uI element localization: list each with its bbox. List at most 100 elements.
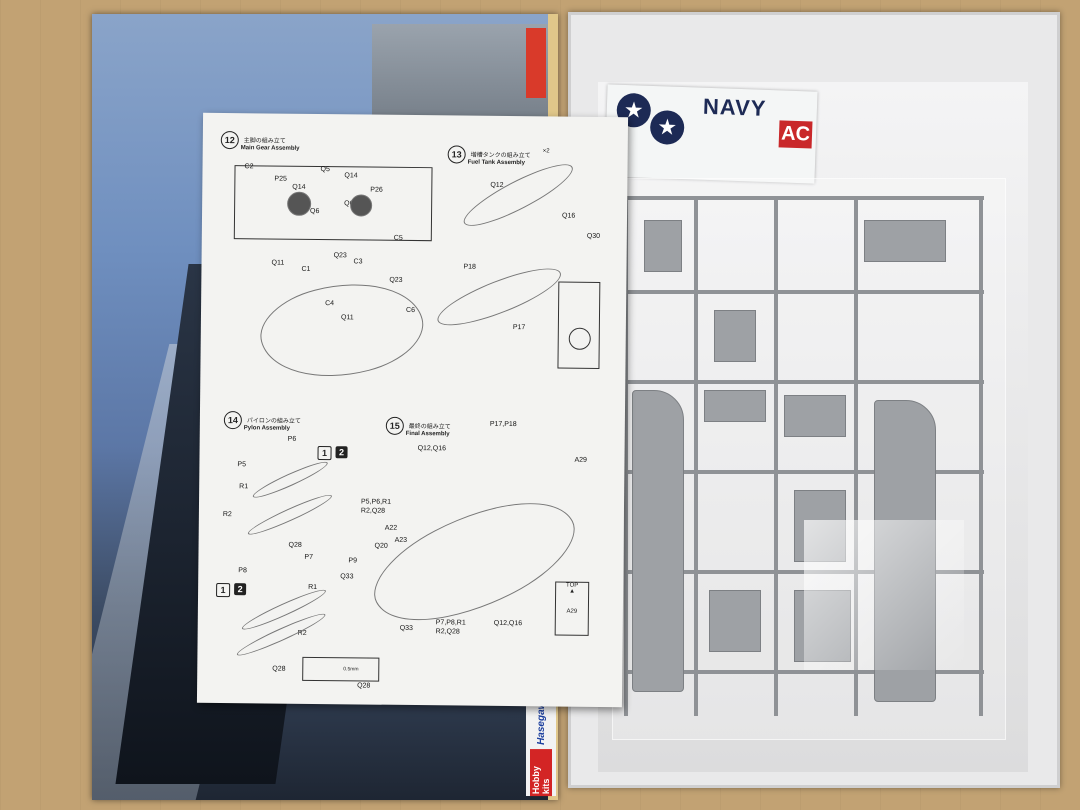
option-1-icon: 1 bbox=[317, 446, 332, 461]
wheel-sketch bbox=[287, 191, 312, 216]
sprue-runner bbox=[694, 196, 698, 716]
part-label: Q20 bbox=[374, 542, 388, 550]
step-number: 13 bbox=[447, 145, 466, 164]
up-arrow-icon: ▲ bbox=[569, 588, 576, 595]
fuel-tank-sketch bbox=[457, 154, 579, 236]
part-label: Q12,Q16 bbox=[493, 619, 523, 628]
roundel-decal bbox=[649, 109, 685, 146]
main-gear-detail-box bbox=[233, 165, 433, 242]
part-label: P17 bbox=[512, 324, 526, 332]
sprue-runner bbox=[624, 380, 984, 384]
sprue-part bbox=[864, 220, 946, 262]
part-label: R1 bbox=[239, 483, 249, 491]
step-title-jp: 増槽タンクの組み立て bbox=[470, 152, 531, 160]
brand-tag: Hobby kits bbox=[530, 748, 552, 796]
step-14-header: 14 パイロンの組み立て Pylon Assembly bbox=[223, 411, 301, 432]
bag-glare bbox=[804, 520, 964, 670]
wheel-sketch bbox=[350, 194, 373, 217]
part-label: R2,Q28 bbox=[435, 628, 460, 636]
cut-note-box: 0.5mm bbox=[302, 656, 380, 682]
part-label: P8 bbox=[238, 567, 247, 575]
step-number: 15 bbox=[385, 416, 404, 435]
sprue-runner bbox=[624, 670, 984, 674]
cut-note-text: 0.5mm bbox=[343, 666, 359, 673]
step-title-jp: 最終の組み立て bbox=[408, 423, 451, 431]
step-number: 12 bbox=[220, 130, 239, 150]
sprue-frame bbox=[624, 190, 994, 720]
sprue-part bbox=[704, 390, 766, 422]
box-corner-badge bbox=[526, 28, 546, 98]
decal-sheet: NAVY AC bbox=[604, 84, 818, 184]
part-label: P17,P18 bbox=[489, 420, 517, 429]
part-label: Q30 bbox=[586, 232, 601, 240]
step-title-en: Final Assembly bbox=[405, 430, 450, 438]
sheet-footnote bbox=[452, 660, 622, 682]
sprue-runner bbox=[624, 196, 984, 200]
part-label: Q28 bbox=[272, 665, 286, 673]
part-label: A23 bbox=[394, 536, 408, 544]
part-label: Q33 bbox=[340, 573, 354, 581]
part-label: Q11 bbox=[271, 259, 285, 267]
squadron-decal-text: AC bbox=[778, 120, 813, 149]
part-label: Q14 bbox=[292, 183, 306, 191]
part-label: P25 bbox=[274, 175, 287, 183]
step-13-header: 13 増槽タンクの組み立て Fuel Tank Assembly bbox=[447, 145, 531, 167]
part-label: C2 bbox=[244, 163, 254, 171]
part-label: A22 bbox=[384, 524, 398, 532]
step-title-en: Main Gear Assembly bbox=[240, 145, 300, 152]
part-label: R2,Q28 bbox=[360, 507, 386, 515]
crosshair-icon bbox=[568, 327, 591, 350]
part-label: Q12,Q16 bbox=[417, 445, 447, 453]
step-number: 14 bbox=[223, 411, 242, 430]
pylon-sketch bbox=[250, 457, 331, 503]
part-label: Q16 bbox=[562, 212, 576, 220]
part-label: P5,P6,R1 bbox=[360, 498, 392, 506]
option-1-icon: 1 bbox=[216, 582, 231, 598]
part-label: Q12 bbox=[490, 181, 504, 189]
part-label: P7,P8,R1 bbox=[435, 619, 466, 627]
step-title-en: Pylon Assembly bbox=[243, 425, 290, 432]
brand-logo: Hasegawa Hobby kits bbox=[526, 696, 556, 796]
part-label: P6 bbox=[287, 435, 297, 443]
part-label: Q5 bbox=[320, 166, 330, 174]
navy-decal-text: NAVY bbox=[702, 93, 767, 121]
pylon-sketch bbox=[245, 490, 335, 540]
step-15-header: 15 最終の組み立て Final Assembly bbox=[385, 416, 451, 438]
part-label: P26 bbox=[370, 186, 383, 194]
option-2-icon: 2 bbox=[335, 446, 348, 459]
top-orientation-box: TOP ▲ A29 bbox=[554, 581, 590, 636]
part-label: R2 bbox=[222, 511, 232, 519]
step-title-jp: 主脚の組み立て bbox=[243, 138, 286, 145]
sprue-part bbox=[714, 310, 756, 362]
option-2-icon: 2 bbox=[234, 583, 247, 596]
sprue-part bbox=[644, 220, 682, 272]
part-label: Q23 bbox=[333, 252, 347, 260]
part-label: C5 bbox=[393, 234, 403, 242]
sprue-runner bbox=[624, 196, 628, 716]
fuselage-sketch bbox=[251, 265, 432, 395]
sprue-part bbox=[784, 395, 846, 437]
part-label: P5 bbox=[237, 461, 247, 469]
sprue-part bbox=[709, 590, 761, 652]
part-label: P7 bbox=[304, 553, 314, 561]
sprue-runner bbox=[774, 196, 778, 716]
step-12-header: 12 主脚の組み立て Main Gear Assembly bbox=[220, 130, 300, 152]
sprue-runner bbox=[624, 290, 984, 294]
part-label: A29 bbox=[574, 456, 587, 464]
part-label: Q28 bbox=[357, 682, 371, 690]
part-label: C1 bbox=[301, 265, 311, 273]
part-label: Q28 bbox=[288, 541, 302, 549]
step-title-en: Fuel Tank Assembly bbox=[467, 159, 525, 167]
sprue-runner bbox=[624, 470, 984, 474]
part-label: Q33 bbox=[399, 624, 413, 633]
part-label: C3 bbox=[353, 258, 363, 266]
quantity-badge: ×2 bbox=[542, 148, 550, 155]
tank-detail-box bbox=[557, 281, 601, 369]
step-title-jp: パイロンの組み立て bbox=[246, 418, 301, 425]
part-label: P18 bbox=[463, 263, 477, 271]
instruction-sheet: 12 主脚の組み立て Main Gear Assembly C2 P25 Q5 … bbox=[196, 112, 629, 708]
part-label: Q6 bbox=[310, 207, 320, 216]
part-label: P9 bbox=[348, 557, 358, 565]
part-label: Q14 bbox=[344, 172, 358, 180]
sprue-runner bbox=[979, 196, 983, 716]
